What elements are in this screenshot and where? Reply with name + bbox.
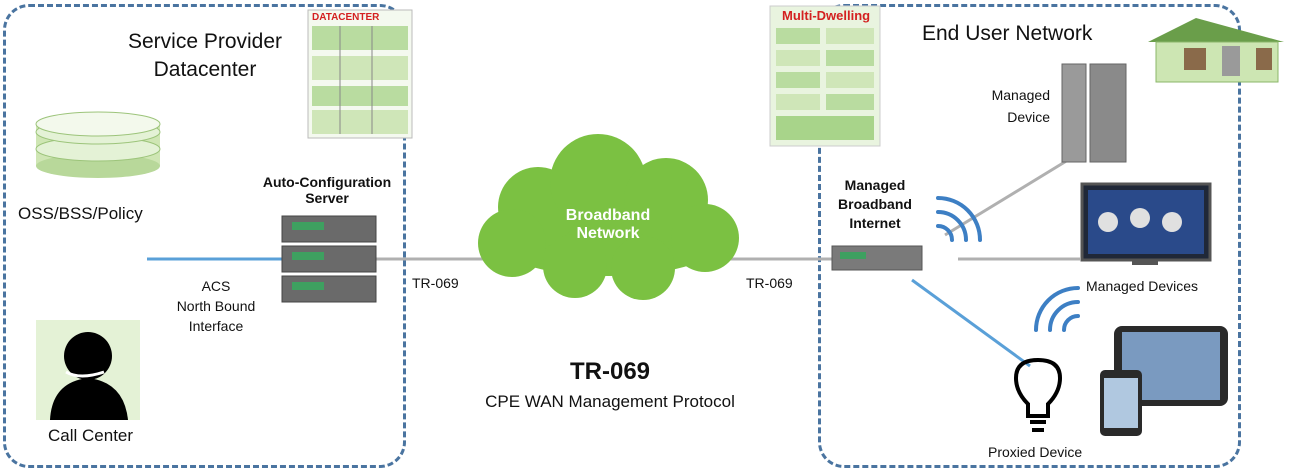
acs-north-bound-interface-label: ACS North Bound Interface [160, 276, 272, 336]
cloud-line2: Network [576, 225, 640, 242]
acs-nbi-line1: ACS [201, 278, 231, 294]
gateway-line2: Broadband [838, 196, 912, 212]
gateway-line1: Managed [844, 177, 906, 193]
end-user-network-zone [818, 4, 1241, 468]
service-provider-zone [3, 4, 406, 468]
acs-server-stack-icon [281, 215, 377, 303]
acs-nbi-line3: Interface [188, 318, 244, 334]
managed-device-line1: Managed [991, 87, 1050, 103]
broadband-gateway-icon [831, 245, 923, 271]
house-icon [1148, 18, 1284, 83]
provider-title-line1: Service Provider [127, 30, 283, 53]
gateway-to-managed-device-link [944, 158, 1069, 237]
television-icon [1080, 182, 1212, 265]
tr069-left-label: TR-069 [412, 275, 459, 291]
datacenter-floorplan-icon [307, 9, 413, 139]
protocol-title: TR-069 [569, 358, 651, 385]
acs-label: Auto-Configuration Server [256, 174, 398, 206]
wifi-signal-gateway-icon [936, 196, 982, 242]
provider-zone-title: Service Provider Datacenter [110, 30, 300, 82]
datacenter-label: DATACENTER [312, 12, 380, 23]
managed-devices-label: Managed Devices [1086, 278, 1199, 294]
lightbulb-icon [1013, 357, 1063, 432]
call-center-headset-icon [36, 320, 140, 420]
cloud-line1: Broadband [565, 207, 651, 224]
tr069-right-label: TR-069 [746, 275, 793, 291]
gateway-line3: Internet [849, 215, 901, 231]
acs-nbi-line2: North Bound [176, 298, 256, 314]
tablet-devices-icon [1100, 326, 1228, 436]
provider-title-line2: Datacenter [153, 58, 257, 81]
managed-device-icon [1061, 63, 1127, 163]
protocol-subtitle: CPE WAN Management Protocol [485, 392, 735, 411]
gateway-to-proxied-link [911, 278, 1031, 368]
managed-device-label: Managed Device [968, 84, 1050, 128]
protocol-block: TR-069 CPE WAN Management Protocol [440, 358, 780, 412]
proxied-device-label: Proxied Device [988, 444, 1083, 460]
wifi-signal-devices-icon [1034, 286, 1080, 332]
acs-label-line2: Server [305, 190, 349, 206]
gateway-label: Managed Broadband Internet [820, 176, 930, 233]
call-center-label: Call Center [48, 426, 134, 445]
multi-dwelling-label: Multi-Dwelling [782, 8, 871, 23]
end-user-zone-title: End User Network [922, 22, 1093, 45]
broadband-network-label: Broadband Network [540, 207, 676, 243]
acs-label-line1: Auto-Configuration [262, 174, 392, 190]
oss-bss-policy-label: OSS/BSS/Policy [18, 204, 143, 223]
managed-device-line2: Device [1007, 109, 1050, 125]
database-icon [35, 111, 161, 178]
broadband-cloud [478, 134, 739, 300]
multi-dwelling-icon [769, 5, 881, 147]
